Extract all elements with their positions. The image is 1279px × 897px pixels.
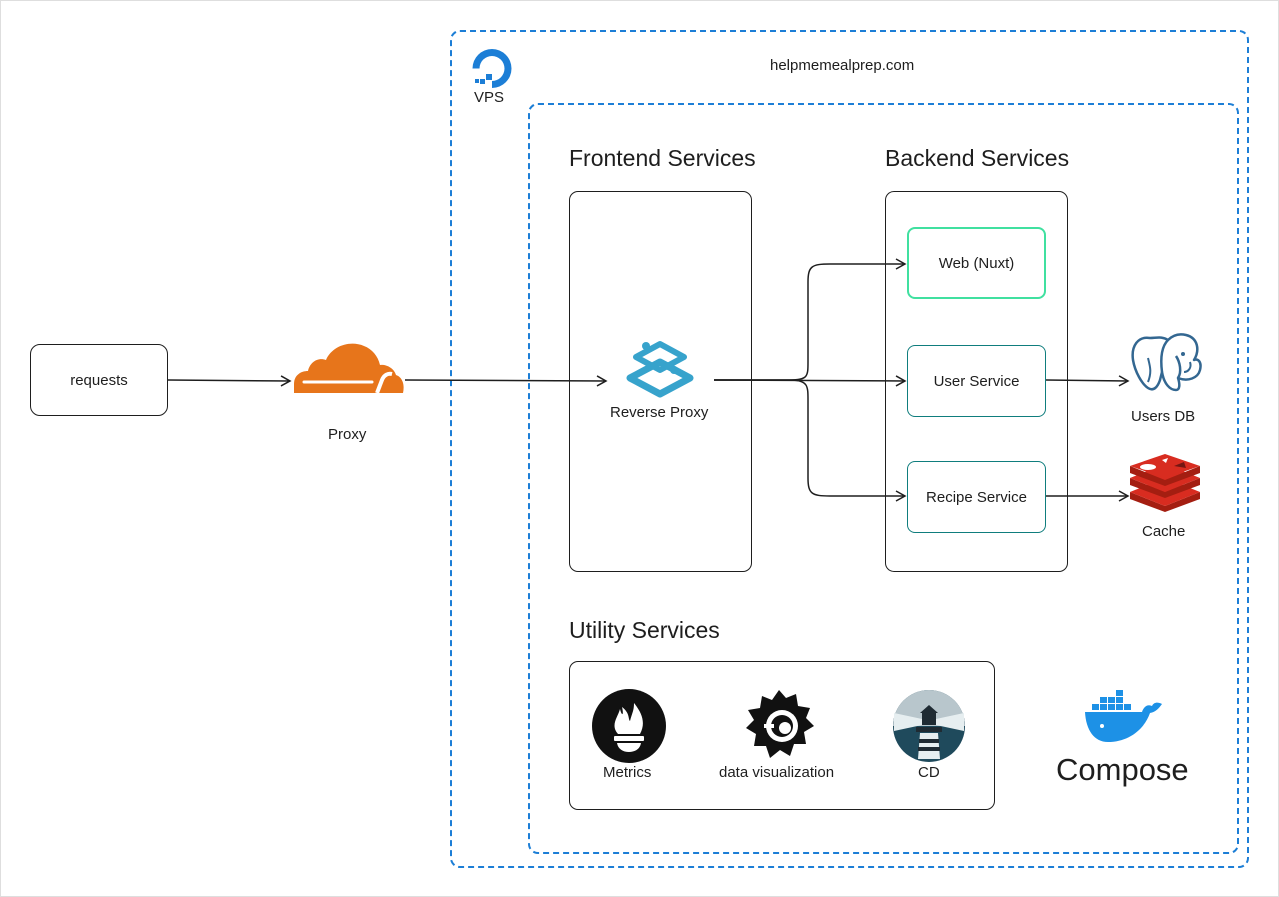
data-visualization-label: data visualization: [719, 764, 835, 781]
web-nuxt-label: Web (Nuxt): [938, 254, 1015, 272]
grafana-icon: [746, 690, 814, 758]
recipe-service-label: Recipe Service: [926, 488, 1027, 506]
user-service[interactable]: User Service: [907, 345, 1046, 417]
recipe-service[interactable]: Recipe Service: [907, 461, 1046, 533]
reverse-proxy-label: Reverse Proxy: [610, 404, 709, 421]
domain-label: helpmemealprep.com: [770, 57, 915, 74]
proxy-label: Proxy: [328, 426, 367, 443]
digitalocean-icon: [472, 49, 512, 88]
arrow-proxy-to-reverse-proxy: [404, 375, 608, 387]
redis-icon: [1130, 454, 1200, 512]
arrow-requests-to-proxy: [167, 375, 292, 387]
requests-node[interactable]: requests: [30, 344, 168, 416]
user-service-label: User Service: [933, 372, 1020, 390]
cd-label: CD: [918, 764, 940, 781]
web-nuxt-service[interactable]: Web (Nuxt): [907, 227, 1046, 299]
arrow-reverse-proxy-to-recipe-service: [714, 379, 907, 502]
vps-label: VPS: [474, 89, 505, 106]
metrics-label: Metrics: [603, 764, 652, 781]
prometheus-icon: [592, 689, 666, 763]
docker-whale-icon: [1085, 690, 1162, 742]
frontend-heading: Frontend Services: [569, 145, 756, 171]
traefik-icon: [626, 341, 694, 398]
requests-label: requests: [70, 371, 128, 389]
domain-container: [528, 103, 1239, 854]
vps-container: [450, 30, 1249, 868]
cloudflare-cloud-icon: [294, 343, 404, 394]
arrow-user-service-to-users-db: [1045, 375, 1130, 387]
postgresql-elephant-icon: [1131, 333, 1202, 392]
compose-label: Compose: [1056, 752, 1189, 787]
arrow-reverse-proxy-to-web: [714, 258, 907, 381]
utility-heading: Utility Services: [569, 617, 720, 643]
backend-heading: Backend Services: [885, 145, 1070, 171]
watchtower-lighthouse-icon: [893, 690, 965, 762]
utility-services-box: [569, 661, 995, 810]
cache-label: Cache: [1142, 523, 1186, 540]
users-db-label: Users DB: [1131, 408, 1196, 425]
